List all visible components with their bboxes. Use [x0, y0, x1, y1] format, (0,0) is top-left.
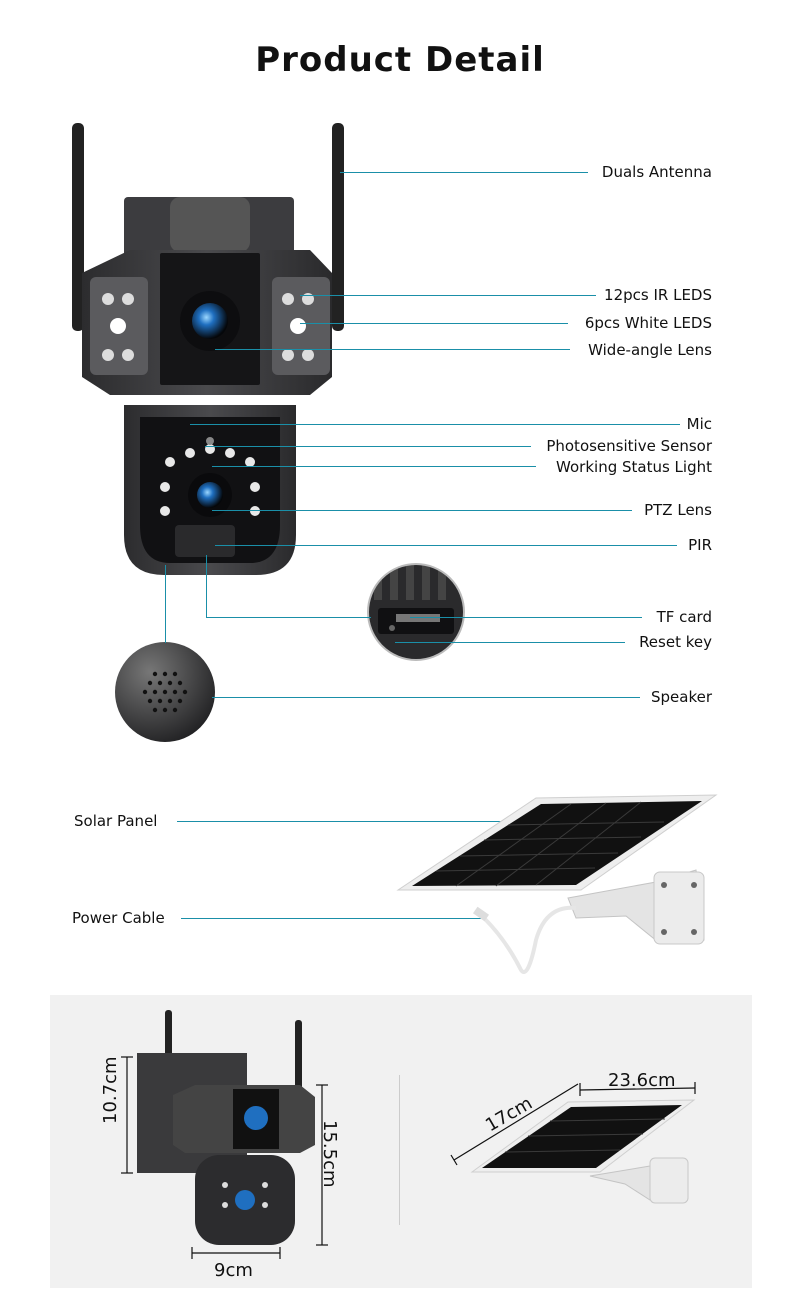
speaker-detail — [115, 642, 215, 742]
label-tf-card: TF card — [656, 608, 712, 626]
solar-panel-illustration — [396, 794, 718, 974]
dim-camera-upper: 10.7cm — [100, 1056, 121, 1124]
label-ir-leds: 12pcs IR LEDS — [604, 286, 712, 304]
label-status-light: Working Status Light — [556, 458, 712, 476]
label-speaker: Speaker — [650, 688, 712, 706]
camera-dimension-illustration — [121, 1010, 328, 1259]
label-antenna: Duals Antenna — [601, 163, 712, 181]
label-solar-panel: Solar Panel — [74, 812, 158, 830]
label-ptz-lens: PTZ Lens — [644, 501, 712, 519]
dim-panel-length: 23.6cm — [608, 1070, 676, 1091]
page-title: Product Detail — [255, 40, 545, 80]
tf-card-detail — [367, 563, 465, 661]
label-photo-sensor: Photosensitive Sensor — [546, 437, 712, 455]
label-mic: Mic — [686, 415, 712, 433]
label-wide-lens: Wide-angle Lens — [588, 341, 712, 359]
dim-camera-width: 9cm — [214, 1260, 253, 1281]
dim-camera-total: 15.5cm — [319, 1120, 340, 1188]
label-white-leds: 6pcs White LEDS — [584, 314, 712, 332]
panel-dimension-illustration — [450, 1082, 696, 1204]
camera-illustration — [72, 123, 344, 575]
label-pir: PIR — [688, 536, 712, 554]
label-reset-key: Reset key — [639, 633, 712, 651]
label-power-cable: Power Cable — [72, 909, 165, 927]
